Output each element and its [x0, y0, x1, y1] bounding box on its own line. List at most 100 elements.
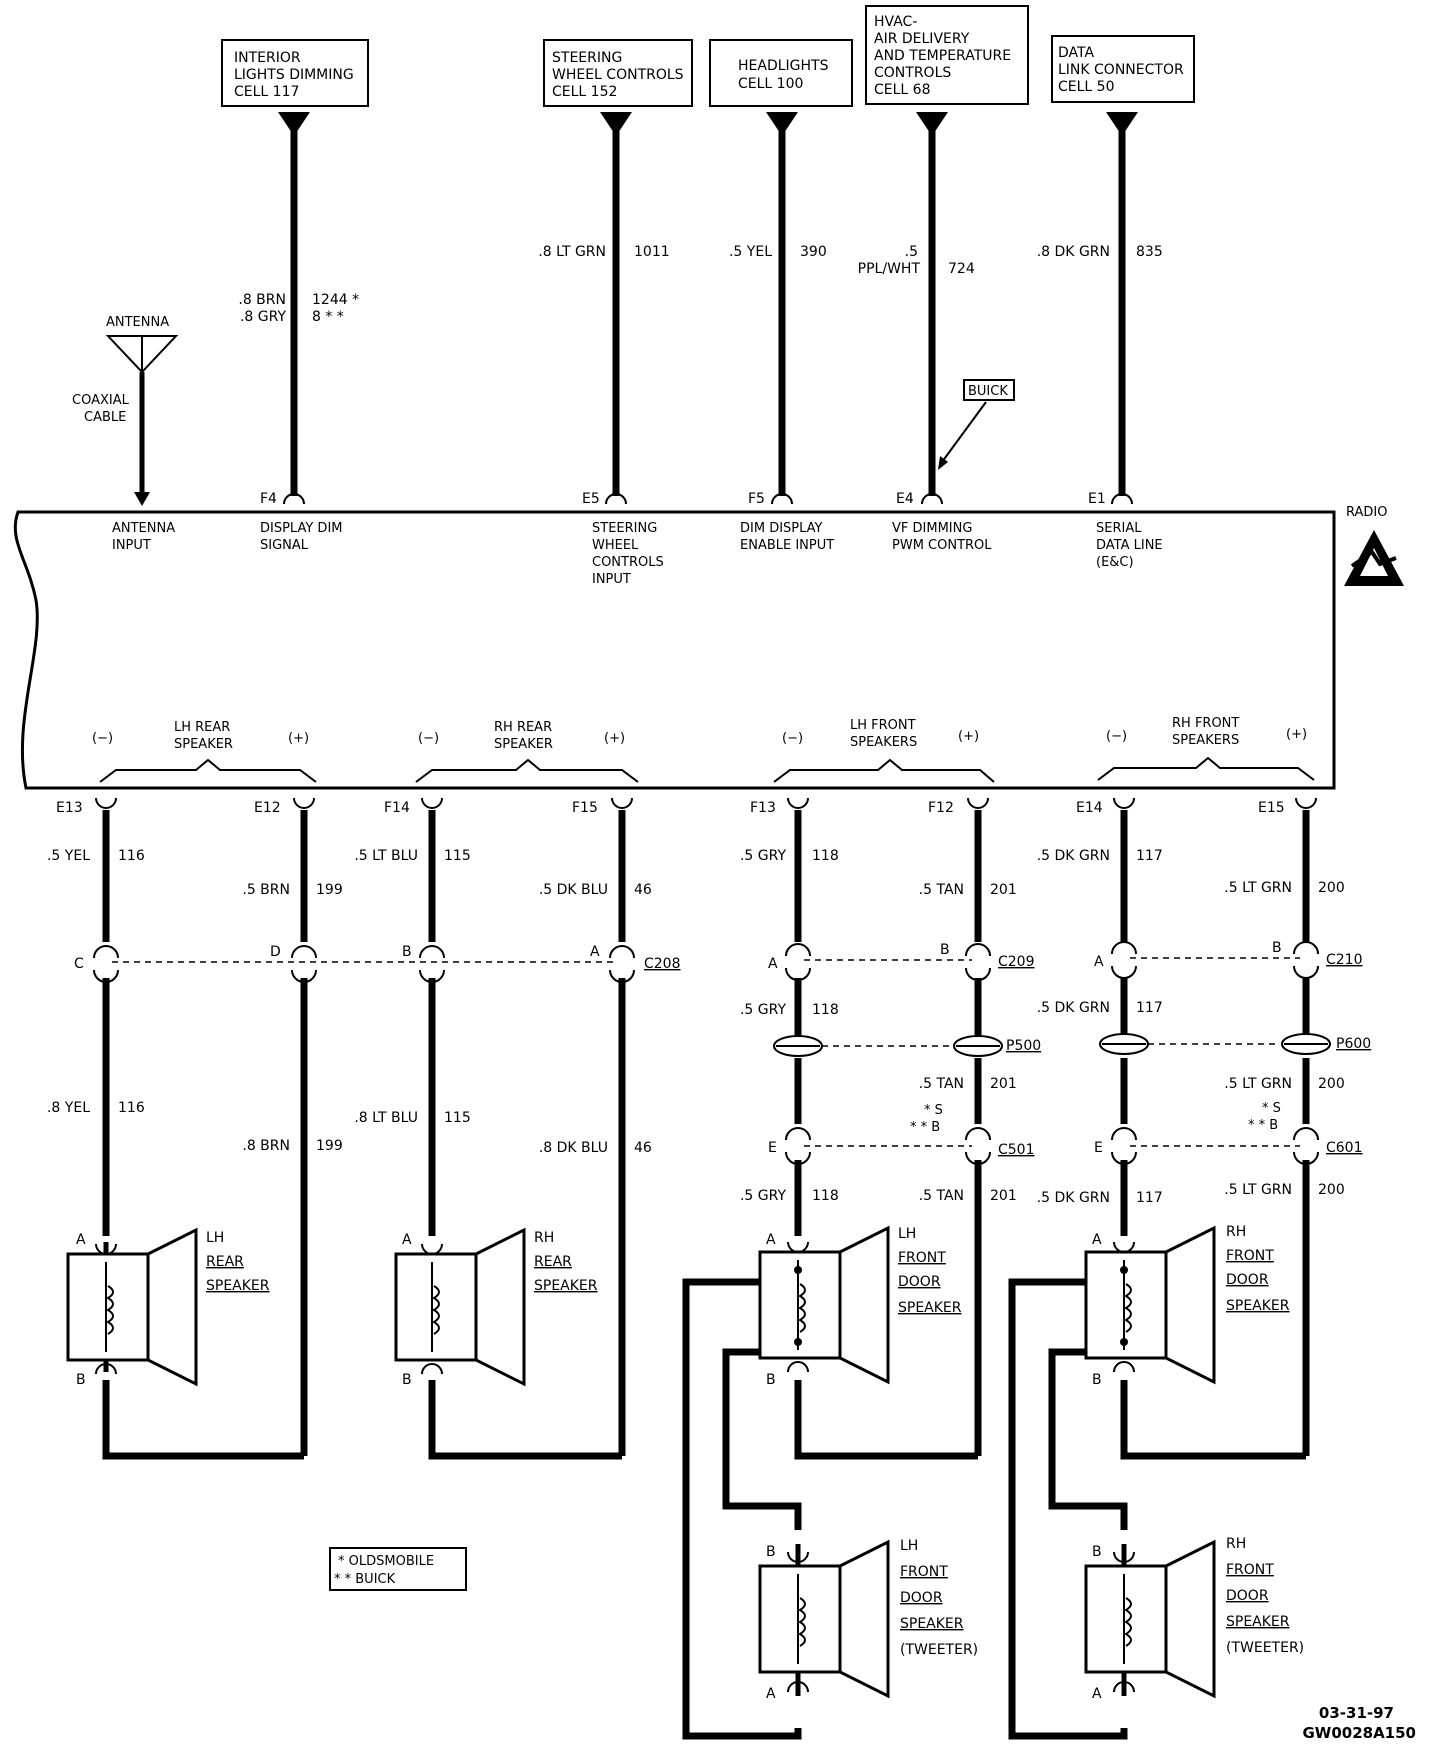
terminal-label: B	[402, 1372, 412, 1388]
polarity-label: (+)	[1286, 727, 1307, 742]
terminal-label: A	[76, 1232, 86, 1248]
circuit-number: 201	[990, 882, 1017, 898]
speaker-label: LH	[898, 1226, 916, 1242]
source-text: DATA	[1058, 45, 1094, 61]
source-text: CONTROLS	[874, 65, 951, 81]
speaker-group-rh-rear: (−) RH REAR SPEAKER (+)	[415, 720, 639, 783]
speaker-group-lh-front: (−) LH FRONT SPEAKERS (+)	[773, 718, 995, 783]
source-box-headlights: HEADLIGHTS CELL 100	[709, 39, 853, 107]
variant-mark: * * B	[1248, 1118, 1278, 1133]
cavity-label: A	[590, 944, 600, 960]
circuit-number: 201	[990, 1188, 1017, 1204]
radio-label: RADIO	[1346, 505, 1387, 520]
connector-label: C601	[1326, 1140, 1363, 1156]
function-label: INPUT	[112, 538, 151, 553]
group-label: SPEAKERS	[850, 735, 917, 750]
speaker-label: SPEAKER	[206, 1278, 270, 1294]
connector-c208-c210: C D B A A B A B C208 C209 C210	[74, 940, 1363, 983]
function-label: INPUT	[592, 572, 631, 587]
function-label: DIM DISPLAY	[740, 521, 823, 536]
function-label: STEERING	[592, 521, 657, 536]
circuit-number: 117	[1136, 1000, 1163, 1016]
speaker-rh-tweeter: B A RH FRONT DOOR SPEAKER (TWEETER)	[1084, 1536, 1304, 1702]
circuit-number: 1244 *	[312, 292, 359, 308]
wire-color: .8 YEL	[47, 1100, 90, 1116]
connector-label: C208	[644, 956, 681, 972]
function-label: VF DIMMING	[892, 521, 972, 536]
terminal-label: A	[1092, 1232, 1102, 1248]
speaker-label: RH	[1226, 1224, 1246, 1240]
pin-label: E12	[254, 800, 281, 816]
source-text: CELL 68	[874, 82, 931, 98]
polarity-label: (+)	[958, 729, 979, 744]
cavity-label: D	[270, 944, 281, 960]
speaker-label: REAR	[206, 1254, 244, 1270]
function-label: PWM CONTROL	[892, 538, 992, 553]
circuit-number: 390	[800, 244, 827, 260]
terminal-label: B	[766, 1372, 776, 1388]
function-label: DATA LINE	[1096, 538, 1163, 553]
wire-color: .5 LT GRN	[1224, 880, 1292, 896]
wire-color: .5 LT GRN	[1224, 1076, 1292, 1092]
speaker-label: DOOR	[1226, 1272, 1269, 1288]
circuit-number: 835	[1136, 244, 1163, 260]
speaker-lh-tweeter: B A LH FRONT DOOR SPEAKER (TWEETER)	[758, 1538, 978, 1702]
cavity-label: E	[1094, 1140, 1103, 1156]
source-box-interior-lights: INTERIOR LIGHTS DIMMING CELL 117	[221, 39, 369, 107]
connector-label: C210	[1326, 952, 1363, 968]
legend-item: * * BUICK	[334, 1572, 396, 1587]
source-text: CELL 152	[552, 84, 617, 100]
speaker-label: LH	[206, 1230, 224, 1246]
circuit-number: 118	[812, 1002, 839, 1018]
cavity-label: C	[74, 956, 84, 972]
speaker-label: DOOR	[1226, 1588, 1269, 1604]
footer-code: GW0028A150	[1302, 1724, 1416, 1742]
wire-color: .5 TAN	[919, 882, 964, 898]
polarity-label: (−)	[418, 731, 439, 746]
function-label: ENABLE INPUT	[740, 538, 834, 553]
polarity-label: (+)	[604, 731, 625, 746]
circuit-number: 46	[634, 882, 652, 898]
group-label: SPEAKERS	[1172, 733, 1239, 748]
circuit-number: 200	[1318, 880, 1345, 896]
speaker-label: SPEAKER	[1226, 1298, 1290, 1314]
terminal-label: B	[76, 1372, 86, 1388]
coax-label: COAXIAL	[72, 393, 130, 408]
pin-label: E14	[1076, 800, 1103, 816]
esd-warning-icon	[1344, 530, 1404, 586]
wire-color: .5 GRY	[740, 1188, 786, 1204]
terminal-label: B	[766, 1544, 776, 1560]
variant-mark: * * B	[910, 1120, 940, 1135]
source-box-steering-wheel: STEERING WHEEL CONTROLS CELL 152	[543, 39, 693, 107]
wire-color: .5 LT BLU	[354, 848, 418, 864]
source-text: INTERIOR	[234, 50, 301, 66]
cavity-label: A	[768, 956, 778, 972]
group-label: RH REAR	[494, 720, 552, 735]
speaker-lh-front-door: A B LH FRONT DOOR SPEAKER	[758, 1225, 962, 1388]
wire-color: .5 DK GRN	[1037, 848, 1110, 864]
polarity-label: (+)	[288, 731, 309, 746]
lower-terminals	[95, 797, 1317, 809]
wire-color: PPL/WHT	[858, 261, 921, 277]
cavity-label: B	[1272, 940, 1282, 956]
footer-date: 03-31-97	[1319, 1704, 1394, 1722]
polarity-label: (−)	[782, 731, 803, 746]
group-label: RH FRONT	[1172, 716, 1239, 731]
terminal-label: A	[766, 1686, 776, 1702]
polarity-label: (−)	[92, 731, 113, 746]
source-text: STEERING	[552, 50, 622, 66]
speaker-rh-rear: A B RH REAR SPEAKER	[394, 1227, 598, 1388]
pin-label: F4	[260, 491, 277, 507]
wire-color: .5	[905, 244, 918, 260]
legend-box: * OLDSMOBILE * * BUICK	[329, 1547, 467, 1591]
wire-color: .5 DK GRN	[1037, 1190, 1110, 1206]
wire-color: .5 YEL	[729, 244, 772, 260]
radio-body: RADIO	[13, 505, 1387, 790]
buick-tag-text: BUICK	[968, 384, 1008, 399]
pin-label: F12	[928, 800, 954, 816]
lower-wires	[102, 810, 1310, 1740]
cavity-label: A	[1094, 954, 1104, 970]
source-text: HVAC-	[874, 14, 917, 30]
antenna-label: ANTENNA	[106, 315, 169, 330]
